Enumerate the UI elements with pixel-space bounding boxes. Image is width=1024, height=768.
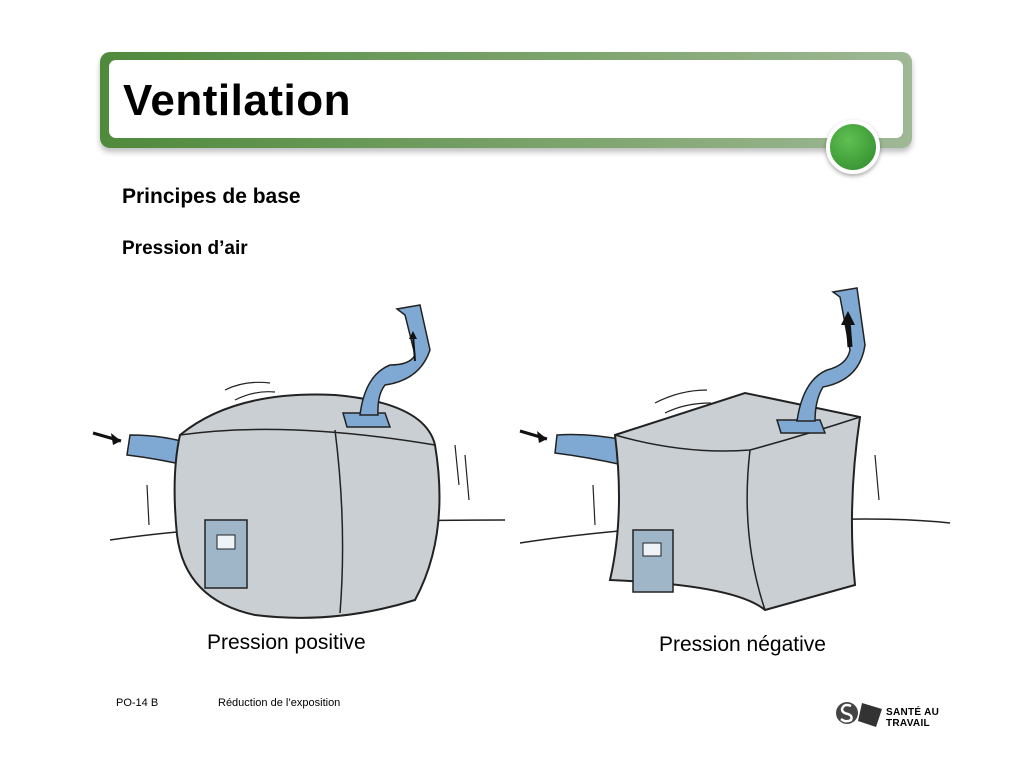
title-frame: Ventilation bbox=[100, 52, 912, 148]
negative-pressure-illustration bbox=[519, 287, 951, 612]
positive-pressure-illustration bbox=[92, 304, 506, 619]
title-panel: Ventilation bbox=[109, 60, 903, 138]
caption-negative-pressure: Pression négative bbox=[659, 633, 826, 656]
logo-text: SANTÉ AU TRAVAIL bbox=[886, 707, 940, 729]
green-dot-icon bbox=[826, 120, 880, 174]
clsc-logo: SANTÉ AU TRAVAIL bbox=[836, 697, 976, 731]
clsc-emblem-icon bbox=[836, 702, 882, 727]
footer-code: PO-14 B bbox=[116, 697, 159, 709]
caption-positive-pressure: Pression positive bbox=[207, 631, 366, 654]
slide-title: Ventilation bbox=[123, 76, 351, 125]
footer-topic: Réduction de l’exposition bbox=[218, 697, 341, 709]
slide-subtitle: Principes de base bbox=[122, 185, 301, 208]
section-heading: Pression d’air bbox=[122, 238, 248, 259]
